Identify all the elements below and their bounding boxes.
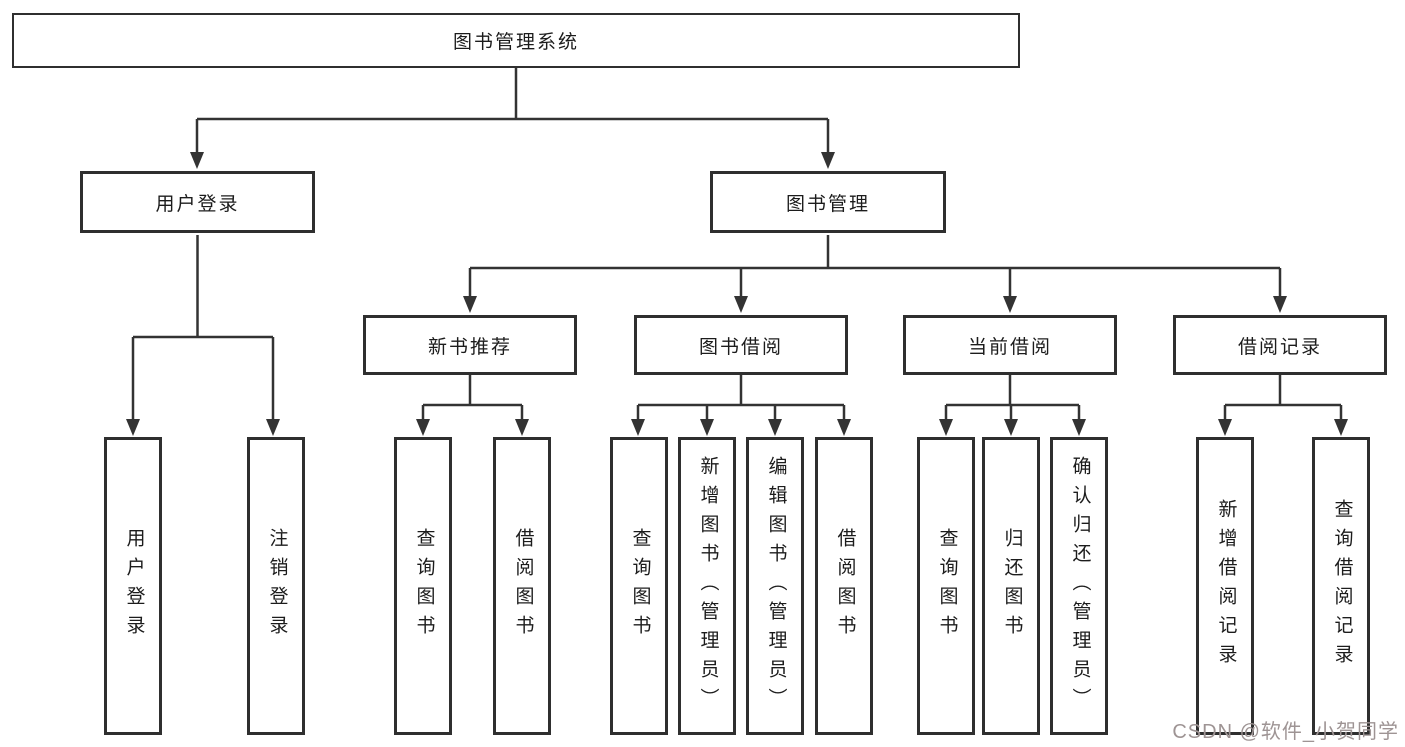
node-borrow-records: 借阅记录: [1173, 315, 1387, 375]
leaf-query-borrow-record-label: 查询借阅记录: [1331, 499, 1353, 673]
node-current-borrowing: 当前借阅: [903, 315, 1117, 375]
leaf-logout-label: 注销登录: [266, 528, 288, 644]
node-user-login: 用户登录: [80, 171, 315, 233]
leaf-borrow-books-recommend: 借阅图书: [493, 437, 551, 735]
arrowheads: [126, 152, 1348, 436]
leaf-edit-book-admin: 编辑图书（管理员）: [746, 437, 804, 735]
leaf-query-books-current: 查询图书: [917, 437, 975, 735]
leaf-borrow-books: 借阅图书: [815, 437, 873, 735]
leaf-return-books-label: 归还图书: [1001, 528, 1023, 644]
leaf-query-borrow-record: 查询借阅记录: [1312, 437, 1370, 735]
leaf-query-books-borrowing: 查询图书: [610, 437, 668, 735]
leaf-add-borrow-record: 新增借阅记录: [1196, 437, 1254, 735]
leaf-query-books-recommend-label: 查询图书: [413, 528, 435, 644]
leaf-add-book-admin: 新增图书（管理员）: [678, 437, 736, 735]
leaf-borrow-books-recommend-label: 借阅图书: [512, 528, 534, 644]
leaf-borrow-books-label: 借阅图书: [834, 528, 856, 644]
leaf-add-borrow-record-label: 新增借阅记录: [1215, 499, 1237, 673]
leaf-add-book-admin-label: 新增图书（管理员）: [697, 455, 719, 717]
node-book-management-label: 图书管理: [785, 193, 870, 215]
csdn-watermark: CSDN @软件_小贺同学: [1172, 721, 1399, 743]
leaf-confirm-return-admin-label: 确认归还（管理员）: [1069, 455, 1091, 717]
leaf-query-books-current-label: 查询图书: [936, 528, 958, 644]
leaf-query-books-recommend: 查询图书: [394, 437, 452, 735]
node-new-book-recommend: 新书推荐: [363, 315, 577, 375]
leaf-return-books: 归还图书: [982, 437, 1040, 735]
leaf-user-login-label: 用户登录: [123, 528, 145, 644]
leaf-logout: 注销登录: [247, 437, 305, 735]
node-book-borrowing-label: 图书借阅: [698, 336, 783, 358]
leaf-edit-book-admin-label: 编辑图书（管理员）: [765, 455, 787, 717]
node-user-login-label: 用户登录: [155, 193, 240, 215]
node-book-borrowing: 图书借阅: [634, 315, 848, 375]
node-root-label: 图书管理系统: [452, 32, 579, 53]
leaf-confirm-return-admin: 确认归还（管理员）: [1050, 437, 1108, 735]
node-borrow-records-label: 借阅记录: [1237, 336, 1322, 358]
node-current-borrowing-label: 当前借阅: [967, 336, 1052, 358]
leaf-query-books-borrowing-label: 查询图书: [629, 528, 651, 644]
node-new-book-recommend-label: 新书推荐: [427, 336, 512, 358]
node-book-management: 图书管理: [710, 171, 946, 233]
node-root-library-system: 图书管理系统: [12, 13, 1020, 68]
leaf-user-login: 用户登录: [104, 437, 162, 735]
